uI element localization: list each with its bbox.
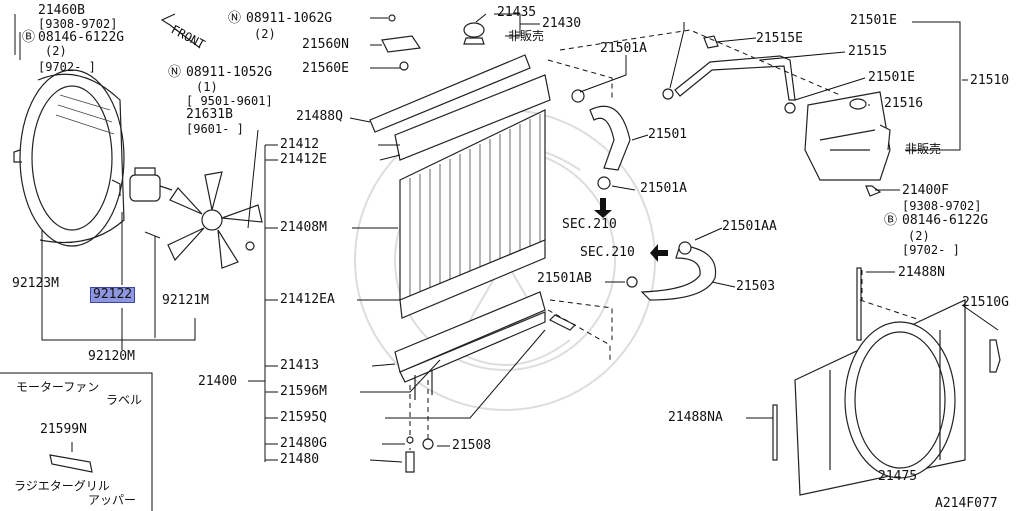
bolt-b-icon: Ⓑ	[22, 30, 36, 45]
part-21408M-label: 21408M	[280, 220, 327, 235]
fan-motor-drawing	[129, 167, 173, 202]
part-21501E-top-label: 21501E	[850, 13, 897, 28]
part-21488N-label: 21488N	[898, 265, 945, 280]
part-92122-highlighted-label[interactable]: 92122	[90, 287, 136, 303]
part-21435-label: 21435	[497, 5, 537, 20]
bolt-b-icon-2: Ⓑ	[884, 213, 898, 228]
part-21501AA-label: 21501AA	[722, 219, 777, 234]
part-21480G-label: 21480G	[280, 436, 327, 451]
part-92123M-label: 92123M	[12, 276, 59, 291]
part-21501A-top-label: 21501A	[600, 41, 647, 56]
nut-n-icon: Ⓝ	[228, 11, 242, 26]
part-21501AB-label: 21501AB	[537, 271, 592, 286]
not-sold-label-1: 非販売	[508, 29, 545, 43]
part-21560E-label: 21560E	[302, 61, 349, 76]
part-21501E-mid-label: 21501E	[868, 70, 915, 85]
part-21560N-label: 21560N	[302, 37, 349, 52]
part-92121M-label: 92121M	[162, 293, 209, 308]
range-9601: [9601- ]	[186, 122, 244, 136]
nut-n-icon-2: Ⓝ	[168, 65, 182, 80]
range-9308-9702-r: [9308-9702]	[902, 199, 982, 213]
part-08146-6122G-r-label: 08146-6122G	[902, 213, 989, 228]
part-21400F-label: 21400F	[902, 183, 949, 198]
range-9702-tl: [9702- ]	[38, 60, 96, 74]
qty-2-b: (2)	[254, 27, 276, 41]
part-21475-label: 21475	[878, 469, 918, 484]
radiator-core-drawing	[369, 54, 551, 383]
range-9308-9702-tl: [9308-9702]	[38, 17, 118, 31]
part-21430-label: 21430	[542, 16, 582, 31]
radiator-shroud-drawing	[794, 299, 966, 496]
qty-1: (1)	[196, 80, 218, 94]
part-21501A-mid-label: 21501A	[640, 181, 687, 196]
range-9702-r: [9702- ]	[902, 243, 960, 257]
part-21595Q-label: 21595Q	[280, 410, 327, 425]
part-21503-label: 21503	[736, 279, 776, 294]
part-21412EA-label: 21412EA	[280, 292, 335, 307]
part-21508-label: 21508	[452, 438, 492, 453]
part-21480-label: 21480	[280, 452, 320, 467]
part-21510-label: 21510	[970, 73, 1010, 88]
fan-blade-drawing	[144, 171, 263, 269]
overflow-hose-drawing	[662, 35, 796, 114]
part-21413-label: 21413	[280, 358, 320, 373]
upper-hose-drawing	[571, 89, 631, 190]
part-92120M-label: 92120M	[88, 349, 135, 364]
part-21488Q-label: 21488Q	[296, 109, 343, 124]
motor-fan-label-text-2: ラベル	[106, 393, 143, 407]
part-21460B-label: 21460B	[38, 3, 85, 18]
part-21412-label: 21412	[280, 137, 320, 152]
part-08911-1062G-label: 08911-1062G	[246, 11, 333, 26]
qty-2-tl: (2)	[45, 44, 67, 58]
part-21488NA-label: 21488NA	[668, 410, 723, 425]
part-21412E-label: 21412E	[280, 152, 327, 167]
sec210-ref-b: SEC.210	[580, 245, 635, 260]
part-21501-label: 21501	[648, 127, 688, 142]
qty-2-r: (2)	[908, 229, 930, 243]
not-sold-label-2: 非販売	[905, 142, 942, 156]
part-21515-label: 21515	[848, 44, 888, 59]
part-21599N-label: 21599N	[40, 422, 87, 437]
diagram-id-label: A214F077	[935, 496, 998, 511]
motor-fan-label-text-1: モーターファン	[16, 380, 100, 394]
part-21516-label: 21516	[884, 96, 924, 111]
reserve-tank-drawing	[804, 91, 891, 197]
part-21510G-label: 21510G	[962, 295, 1009, 310]
radiator-grille-text-1: ラジエターグリル	[14, 479, 110, 493]
part-21515E-label: 21515E	[756, 31, 803, 46]
part-21400-label: 21400	[198, 374, 238, 389]
lower-hose-drawing	[626, 241, 717, 301]
part-08146-6122G-tl-label: 08146-6122G	[38, 30, 125, 45]
part-21596M-label: 21596M	[280, 384, 327, 399]
radiator-grille-text-2: アッパー	[88, 493, 137, 507]
part-08911-1052G-label: 08911-1052G	[186, 65, 273, 80]
range-9501-9601: [ 9501-9601]	[186, 94, 273, 108]
part-21631B-label: 21631B	[186, 107, 233, 122]
fan-shroud-drawing	[13, 69, 125, 247]
sec210-ref-a: SEC.210	[562, 217, 617, 232]
